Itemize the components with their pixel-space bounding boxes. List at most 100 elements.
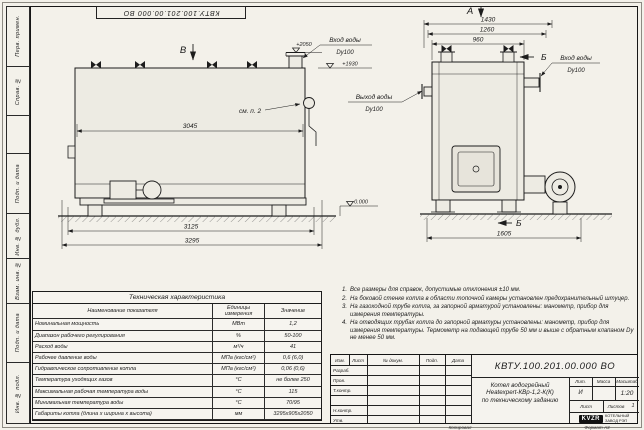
margin-cell-empty (7, 116, 29, 155)
dim-label: 3125 (184, 224, 199, 231)
tech-table-row: Номинальная мощность МВт 1,2 (33, 319, 321, 331)
tech-cell-unit: МВт (213, 319, 265, 331)
view-arrow-label: А (466, 6, 473, 17)
top-doc-number-stamp: КВТУ.100.201.00.000 ВО (96, 6, 246, 19)
pump-base (103, 198, 175, 204)
furnace-door (451, 145, 501, 193)
tech-cell-value: 3295х905х2050 (265, 409, 321, 421)
tb-scale-value: 1:20 (620, 389, 634, 397)
tech-cell-value: 70/95 (265, 398, 321, 409)
support-frame (79, 197, 307, 206)
support-leg (87, 204, 103, 217)
water-inlet-stub (288, 55, 303, 69)
note-item: 4. На отводящих трубах котла до запорной… (338, 320, 636, 342)
tb-sheets-value: 1 (631, 403, 635, 409)
tb-row-empty (331, 395, 367, 405)
section-label: Б (541, 52, 547, 62)
view-arrow-label: В (180, 45, 187, 56)
tech-table-row: Рабочее давление воды МПа (кгс/см²) 0,6 … (33, 352, 321, 365)
side-view-texts: 3045 3125 3295 В см. п. 2 Вход воды Dy10… (180, 36, 369, 245)
format-label: Формат А3 (584, 424, 610, 430)
copied-label: Копировал (448, 424, 472, 430)
tech-cell-name: Рабочее давление воды (33, 352, 213, 365)
note-item: 1. Все размеры для справок, допустимые о… (338, 287, 636, 294)
side-dimensions (61, 44, 378, 249)
note-text: Все размеры для справок, допустимые откл… (350, 287, 521, 293)
tb-company: KVZR КОТЕЛЬНЫЙ ЗАВОД РЭП (569, 412, 639, 425)
tech-cell-unit: МПа (кгс/см²) (213, 352, 265, 365)
tb-sheet-label: Лист (580, 403, 592, 409)
tech-cell-value: не более 250 (265, 375, 321, 387)
tech-cell-unit: мм (213, 408, 265, 421)
tech-cell-unit: °С (213, 397, 265, 409)
inlet-dn-label: Dy100 (567, 68, 585, 74)
inlet-label: Вход воды (329, 36, 361, 44)
tech-cell-name: Максимальная рабочая температура воды (33, 386, 213, 398)
tech-table-title: Техническая характеристика (33, 292, 321, 304)
tech-cell-unit: °С (213, 386, 265, 398)
tb-sheets-label: Листов (607, 403, 625, 409)
top-stub (502, 51, 515, 63)
note-item: 3. На газоходной трубе котла, за запорно… (338, 304, 636, 318)
support-leg (501, 199, 517, 213)
tb-header-docnum: № докум. (382, 357, 404, 363)
level-mark-label: +2050 (296, 42, 312, 48)
boiler-shell-front (431, 61, 525, 201)
burner-stand (552, 201, 568, 215)
valve-icon (246, 60, 258, 69)
tech-table-row: Минимальная температура воды °С 70/95 (33, 397, 321, 409)
outlet-dn-label: Dy100 (365, 107, 383, 113)
level-mark-label: 0.000 (354, 200, 369, 206)
tech-cell-value: 1,2 (265, 319, 321, 331)
tech-table-header: Наименование показателя Единицы измерени… (33, 304, 321, 320)
tb-row-tcontrol: Т.контр. (333, 387, 352, 393)
note-text: На боковой стенке котла в области топочн… (350, 295, 630, 302)
inlet-pipe (523, 77, 540, 88)
margin-cell: Перв. примен. (7, 7, 29, 67)
tb-header-izm: Изм. (335, 357, 345, 363)
tb-product-name-line2: Heatexpert-КВр-1,2-К(К) (486, 389, 554, 397)
tech-table-row: Гидравлическое сопротивление котла МПа (… (33, 364, 321, 376)
company-name-line2: ЗАВОД РЭП (604, 417, 628, 423)
dim-label: 1430 (481, 17, 496, 24)
top-stub (440, 51, 453, 63)
title-block: Изм. Лист № докум. Подп. Дата Разраб. Пр… (330, 354, 639, 425)
tech-cell-name: Номинальная мощность (33, 319, 213, 331)
tb-product-name-line3: по техническому заданию (481, 396, 559, 404)
tb-header-date: Дата (451, 357, 465, 363)
tech-header-name: Наименование показателя (33, 304, 213, 320)
dim-label: 960 (473, 37, 484, 44)
tech-header-value: Значение (265, 304, 321, 320)
tech-cell-value: 41 (265, 342, 321, 353)
dim-label: 1605 (497, 231, 512, 238)
boiler-shell-side (74, 67, 306, 199)
tb-scale-label: Масштаб (616, 379, 638, 384)
company-logo: KVZR (578, 414, 603, 423)
pump-volute (142, 180, 162, 200)
tech-table-row: Температура уходящих газов °С не более 2… (33, 375, 321, 387)
valve-icon (206, 60, 218, 69)
tb-lit-label: Лит. (575, 379, 586, 384)
note-number: 3. (341, 304, 347, 311)
side-flange (67, 145, 76, 159)
burner-duct (523, 175, 546, 194)
tech-table-row: Диапазон рабочего регулирования % 50-100 (33, 330, 321, 342)
tech-header-units: Единицы измерения (213, 304, 265, 320)
tb-lit-value: И (578, 390, 583, 396)
see-note-callout: см. п. 2 (239, 108, 262, 115)
company-name-line1: КОТЕЛЬНЫЙ (604, 412, 630, 418)
tb-product-name: Котел водогрейный Heatexpert-КВр-1,2-К(К… (471, 377, 569, 425)
note-number: 2. (341, 295, 347, 302)
note-number: 1. (341, 287, 347, 293)
inlet-dn-label: Dy100 (336, 50, 354, 56)
tb-row-checked: Пров. (333, 377, 346, 383)
notes-list: 1. Все размеры для справок, допустимые о… (338, 287, 636, 343)
level-mark-label: +1930 (342, 62, 358, 68)
outlet-pipe (423, 86, 433, 97)
tech-cell-unit: м³/ч (213, 341, 265, 353)
dim-label: 3045 (183, 123, 198, 130)
margin-cell: Инв. № дубл. (7, 214, 29, 259)
